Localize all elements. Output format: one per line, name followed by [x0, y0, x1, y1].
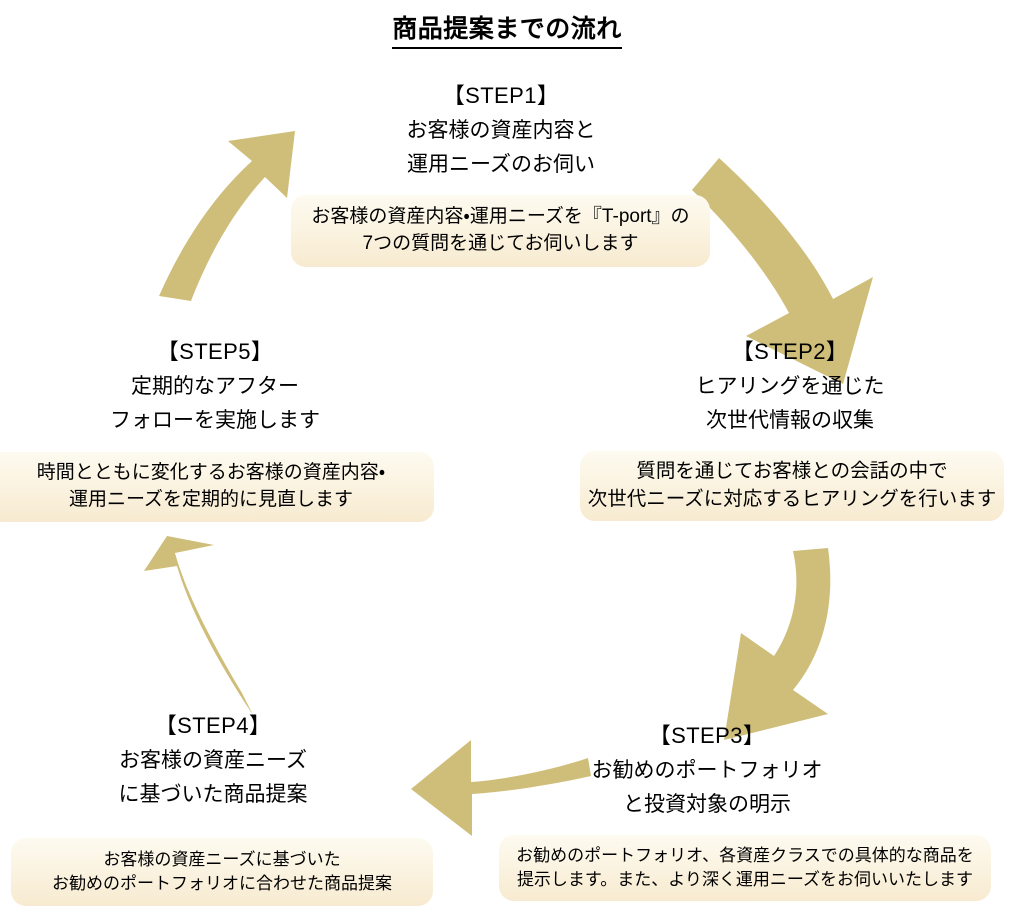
step-4-label: 【STEP4】 [154, 713, 272, 738]
step-2-heading-line-1: ヒアリングを通じた [695, 374, 885, 398]
step-1-heading: 【STEP1】 お客様の資産内容と 運用ニーズのお伺い [336, 78, 666, 182]
step-5-heading-line-1: 定期的なアフター [131, 374, 299, 398]
step-1-heading-line-1: お客様の資産内容と [406, 118, 596, 142]
step-1-label: 【STEP1】 [442, 83, 560, 108]
step-2-heading: 【STEP2】 ヒアリングを通じた 次世代情報の収集 [625, 334, 955, 438]
step-2-callout-line-1: 質問を通じてお客様との会話の中で [636, 460, 948, 483]
step-3-callout: お勧めのポートフォリオ、各資産クラスでの具体的な商品を 提示します。また、より深… [499, 835, 991, 901]
step-4-heading-line-1: お客様の資産ニーズ [119, 748, 307, 772]
step-2-heading-line-2: 次世代情報の収集 [706, 408, 874, 432]
step-4-callout: お客様の資産ニーズに基づいた お勧めのポートフォリオに合わせた商品提案 [11, 838, 433, 906]
step-3-heading: 【STEP3】 お勧めのポートフォリオ と投資対象の明示 [542, 718, 872, 822]
arrow-5-icon [159, 131, 295, 301]
step-5-callout-line-2: 運用ニーズを定期的に見直します [68, 489, 354, 510]
step-2-label: 【STEP2】 [731, 339, 849, 364]
arrow-4-icon [144, 536, 253, 715]
step-5-label: 【STEP5】 [156, 339, 274, 364]
step-3-heading-line-1: お勧めのポートフォリオ [591, 758, 823, 782]
step-3-callout-line-2: 提示します。また、より深く運用ニーズをお伺いいたします [516, 870, 974, 889]
step-3-heading-line-2: と投資対象の明示 [623, 792, 791, 816]
arrow-2-icon [724, 548, 831, 740]
step-4-heading-line-2: に基づいた商品提案 [118, 782, 308, 806]
step-4-callout-line-1: お客様の資産ニーズに基づいた [103, 850, 341, 870]
step-5-heading-line-2: フォローを実施します [110, 408, 320, 432]
step-5-callout-line-1: 時間とともに変化するお客様の資産内容・ [36, 462, 386, 484]
step-2-callout: 質問を通じてお客様との会話の中で 次世代ニーズに対応するヒアリングを行います [580, 451, 1004, 521]
step-1-callout-line-2: 7つの質問を通じてお伺いします [362, 233, 639, 254]
step-5-callout: 時間とともに変化するお客様の資産内容・ 運用ニーズを定期的に見直します [0, 452, 434, 522]
step-3-callout-line-1: お勧めのポートフォリオ、各資産クラスでの具体的な商品を [516, 846, 974, 866]
page-title-text: 商品提案までの流れ [392, 14, 622, 50]
step-3-label: 【STEP3】 [648, 723, 766, 748]
step-4-heading: 【STEP4】 お客様の資産ニーズ に基づいた商品提案 [48, 708, 378, 812]
step-1-heading-line-2: 運用ニーズのお伺い [407, 152, 595, 176]
step-1-callout: お客様の資産内容・運用ニーズを『T-port』の 7つの質問を通じてお伺いします [291, 195, 710, 267]
step-1-callout-line-1: お客様の資産内容・運用ニーズを『T-port』の [311, 206, 690, 228]
page-title: 商品提案までの流れ [0, 14, 1014, 50]
step-2-callout-line-2: 次世代ニーズに対応するヒアリングを行います [587, 488, 997, 510]
step-4-callout-line-2: お勧めのポートフォリオに合わせた商品提案 [52, 874, 392, 893]
step-5-heading: 【STEP5】 定期的なアフター フォローを実施します [50, 334, 380, 438]
